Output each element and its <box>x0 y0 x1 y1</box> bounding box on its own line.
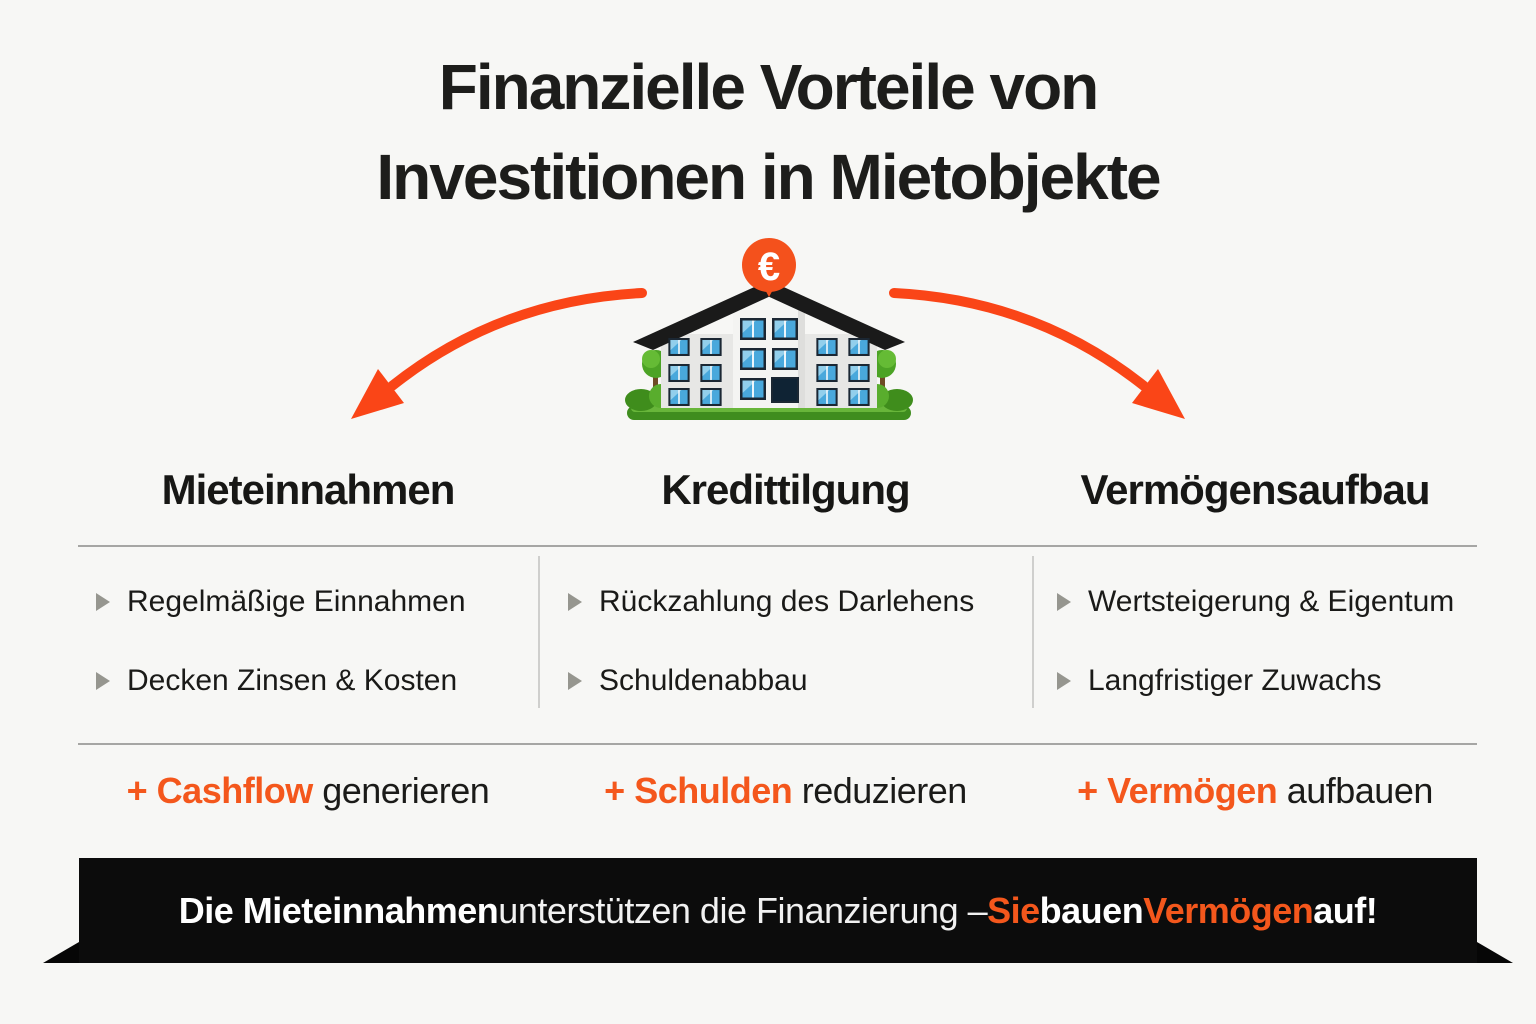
list-item: Schuldenabbau <box>538 657 1033 705</box>
building-illustration: € <box>625 238 913 420</box>
triangle-bullet-icon <box>1057 593 1071 611</box>
banner-text-accent: Vermögen <box>1143 889 1314 931</box>
bullet-text: Langfristiger Zuwachs <box>1088 664 1382 697</box>
euro-coin-icon: € <box>742 238 796 297</box>
triangle-bullet-icon <box>96 593 110 611</box>
footer-banner: Die Mieteinnahmen unterstützen die Finan… <box>43 858 1513 963</box>
triangle-bullet-icon <box>568 593 582 611</box>
benefit-rest: generieren <box>312 770 490 811</box>
divider-bottom <box>78 743 1477 745</box>
page-title-line1: Finanzielle Vorteile von <box>438 51 1100 123</box>
hero-arrows <box>351 288 1185 419</box>
bullet-row-1: Regelmäßige Einnahmen Rückzahlung des Da… <box>78 578 1477 626</box>
right-arrow-icon <box>889 288 1185 419</box>
benefit-highlight: + Schulden <box>604 770 793 811</box>
column-divider-2 <box>1032 556 1034 708</box>
column-divider-1 <box>538 556 540 708</box>
bullet-text: Wertsteigerung & Eigentum <box>1088 585 1455 618</box>
building-tower-shade <box>798 310 805 408</box>
column-header-kredittilgung: Kredittilgung <box>661 466 910 513</box>
benefit-rest: reduzieren <box>792 770 968 811</box>
divider-top <box>78 545 1477 547</box>
list-item: Langfristiger Zuwachs <box>1033 657 1477 705</box>
benefit-schulden: + Schulden reduzieren <box>538 770 1033 812</box>
triangle-bullet-icon <box>1057 672 1071 690</box>
door <box>771 377 799 403</box>
list-item: Rückzahlung des Darlehens <box>538 578 1033 626</box>
banner-text-bold: bauen <box>1039 889 1144 931</box>
page-title: Finanzielle Vorteile von Investitionen i… <box>0 42 1536 222</box>
euro-symbol: € <box>758 245 780 289</box>
benefit-vermoegen: + Vermögen aufbauen <box>1033 770 1477 812</box>
bullet-text: Rückzahlung des Darlehens <box>599 585 975 618</box>
banner-text-accent: Sie <box>987 889 1040 931</box>
bullet-text: Regelmäßige Einnahmen <box>127 585 466 618</box>
list-item: Wertsteigerung & Eigentum <box>1033 578 1477 626</box>
page-title-line2: Investitionen in Mietobjekte <box>376 141 1161 213</box>
benefits-row: + Cashflow generieren + Schulden reduzie… <box>78 770 1477 812</box>
roof <box>633 284 905 350</box>
column-headers: Mieteinnahmen Kredittilgung Vermögensauf… <box>78 466 1477 514</box>
benefit-rest: aufbauen <box>1277 770 1434 811</box>
benefit-highlight: + Vermögen <box>1077 770 1278 811</box>
bullet-text: Decken Zinsen & Kosten <box>127 664 458 697</box>
bullet-row-2: Decken Zinsen & Kosten Schuldenabbau Lan… <box>78 657 1477 705</box>
triangle-bullet-icon <box>568 672 582 690</box>
banner-text-bold: Die Mieteinnahmen <box>178 889 499 931</box>
benefit-cashflow: + Cashflow generieren <box>78 770 538 812</box>
triangle-bullet-icon <box>96 672 110 690</box>
list-item: Decken Zinsen & Kosten <box>78 657 538 705</box>
column-header-vermoegensaufbau: Vermögensaufbau <box>1080 466 1430 513</box>
bullet-text: Schuldenabbau <box>599 664 808 697</box>
banner-text-bold: auf! <box>1313 889 1378 931</box>
list-item: Regelmäßige Einnahmen <box>78 578 538 626</box>
banner-text-regular: unterstützen die Finanzierung – <box>498 889 988 931</box>
column-header-mieteinnahmen: Mieteinnahmen <box>161 466 456 513</box>
left-arrow-icon <box>351 288 647 419</box>
benefit-highlight: + Cashflow <box>126 770 314 811</box>
